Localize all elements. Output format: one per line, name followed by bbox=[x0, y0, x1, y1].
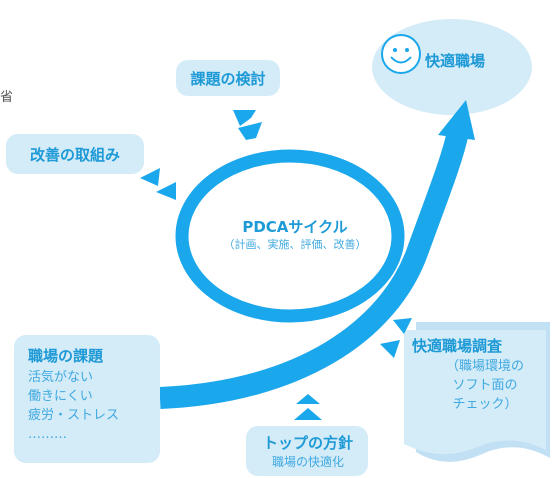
survey-document bbox=[404, 330, 546, 455]
smiley-face-icon bbox=[381, 34, 421, 74]
stray-character: 省 bbox=[0, 90, 14, 105]
chevron-up-icon bbox=[294, 408, 322, 420]
improvement-label: 改善の取組み bbox=[29, 145, 120, 164]
cycle-subtitle: （計画、実施、評価、改善） bbox=[223, 238, 367, 251]
pdca-ring bbox=[175, 149, 405, 323]
improvement-box: 改善の取組み bbox=[6, 134, 144, 174]
chevron-right-icon bbox=[140, 168, 160, 186]
policy-box bbox=[246, 426, 368, 476]
task-review-box: 課題の検討 bbox=[176, 60, 280, 96]
issue-line: 疲労・ストレス bbox=[28, 408, 120, 423]
workplace-issues-title: 職場の課題 bbox=[28, 347, 104, 365]
chevron-left-icon bbox=[380, 340, 400, 358]
main-arrow-head bbox=[438, 100, 475, 140]
chevron-down-icon bbox=[233, 110, 256, 126]
survey-line: （職場環境の bbox=[445, 359, 524, 374]
chevron-right-icon bbox=[156, 182, 176, 200]
survey-text: （職場環境の ソフト面の チェック） bbox=[430, 357, 540, 414]
issue-line: ……… bbox=[28, 427, 67, 442]
main-arrow-body bbox=[159, 129, 469, 409]
cycle-title: PDCAサイクル bbox=[242, 218, 348, 236]
survey-line: ソフト面の bbox=[452, 378, 518, 393]
survey-title: 快適職場調査 bbox=[412, 337, 503, 355]
issue-line: 働きにくい bbox=[28, 389, 93, 404]
survey-line: チェック） bbox=[452, 397, 518, 412]
workplace-issues-box: 職場の課題 活気がない 働きにくい 疲労・ストレス ……… bbox=[14, 335, 160, 463]
task-review-label: 課題の検討 bbox=[190, 69, 266, 88]
policy-title: トップの方針 bbox=[262, 434, 353, 452]
goal-label: 快適職場 bbox=[425, 52, 486, 70]
issue-line: 活気がない bbox=[28, 370, 94, 385]
chevron-up-icon bbox=[296, 394, 320, 404]
chevron-down-icon bbox=[238, 122, 262, 140]
chevron-left-icon bbox=[393, 318, 412, 334]
policy-subtitle: 職場の快適化 bbox=[271, 455, 344, 469]
